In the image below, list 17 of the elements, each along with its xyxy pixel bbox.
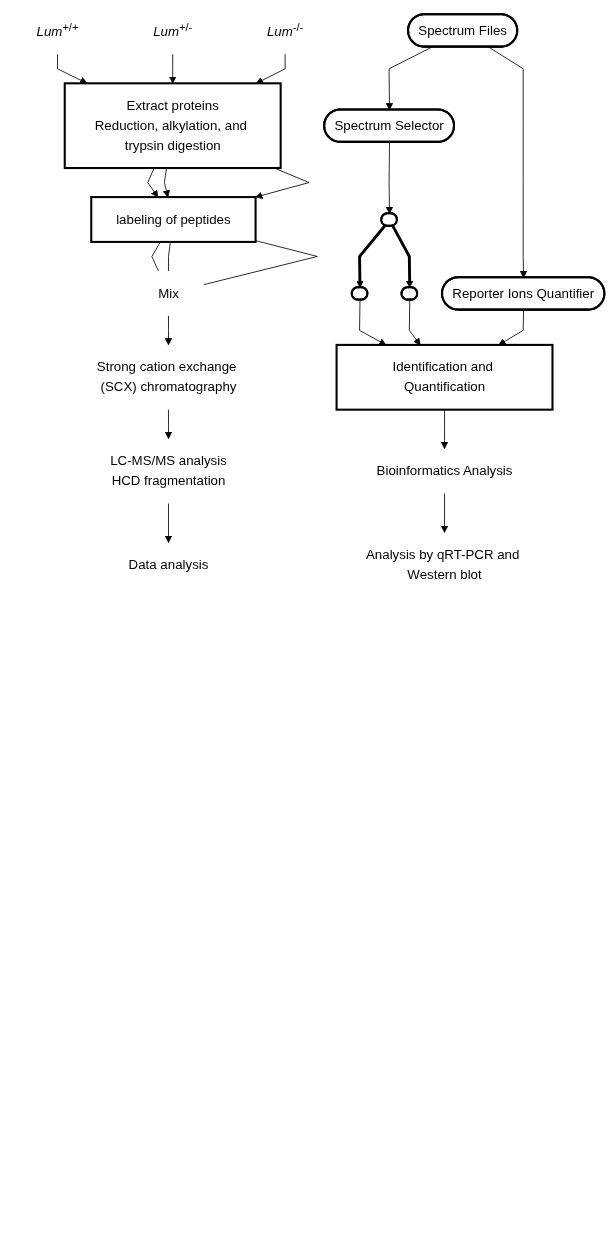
node-text: Bioinformatics Analysis: [376, 463, 513, 478]
node-text: Data analysis: [128, 557, 209, 572]
connector: [168, 241, 171, 272]
node-text: Lum$^{-/-}$: [266, 20, 304, 39]
connector: [151, 241, 161, 272]
node-box: Identification and Quantification: [335, 343, 554, 411]
node-text: Lum$^{+/-}$: [153, 20, 193, 39]
connector: [203, 240, 318, 286]
node-text: Analysis by qRT-PCR and Western blot: [366, 547, 520, 582]
node-text: Strong cation exchange (SCX) chromatography: [96, 359, 237, 394]
node-box: Extract proteins Reduction, alkylation, and trypsin digestion: [63, 82, 282, 170]
node-box: labeling of peptides: [90, 196, 257, 243]
node-text: Lum$^{+/+}$: [36, 20, 79, 39]
node-text: LC-MS/MS analysis HCD fragmentation: [110, 453, 227, 488]
node-text: Mix: [158, 285, 179, 301]
arrow: [391, 225, 414, 288]
arrow: [356, 224, 387, 288]
